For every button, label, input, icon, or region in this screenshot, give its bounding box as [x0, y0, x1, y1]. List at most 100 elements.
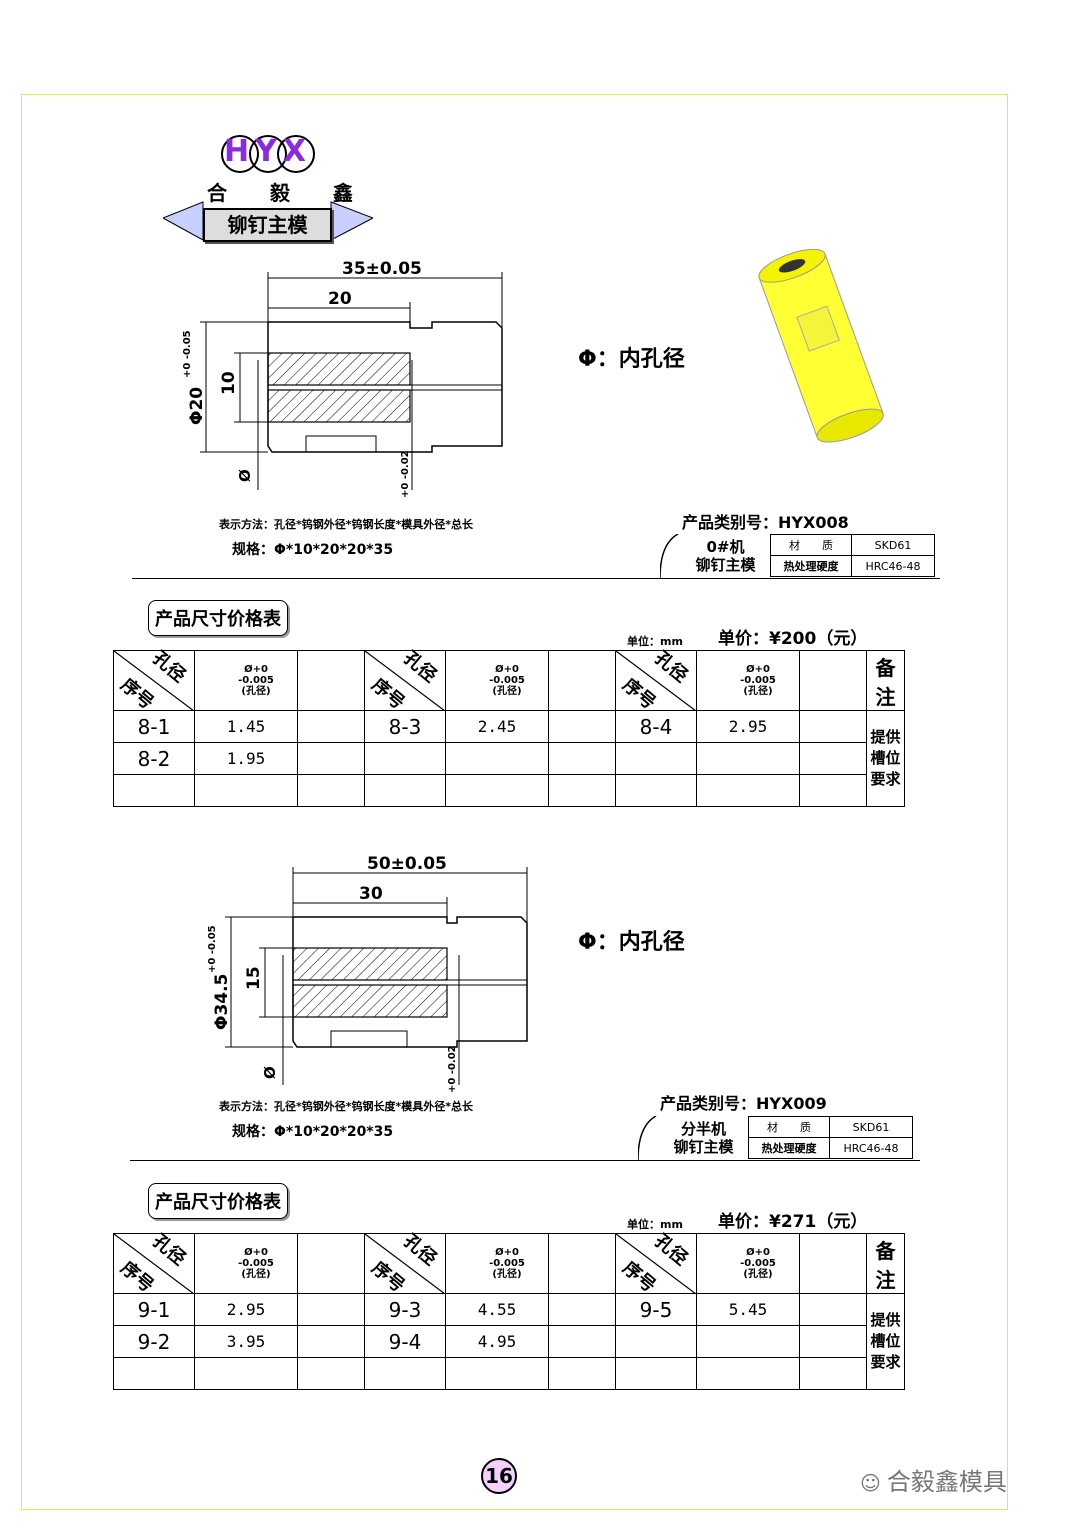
dim-hole-symbol: Ø [236, 469, 254, 482]
hardness-label: 热处理硬度 [770, 555, 852, 577]
info-block: 0#机 铆钉主模 材 质 SKD61 热处理硬度 HRC46-48 [660, 534, 944, 578]
material-value: SKD61 [829, 1116, 913, 1138]
divider [130, 1160, 920, 1161]
table-title: 产品尺寸价格表 [148, 1183, 288, 1219]
header-blank [799, 1233, 867, 1294]
unit-price: 单价：¥200（元） [718, 629, 868, 649]
unit-price: 单价：¥271（元） [718, 1212, 868, 1232]
header-tol: Ø+0-0.005(孔径) [445, 650, 549, 711]
value-cell: 5.45 [696, 1293, 800, 1326]
dim-hole-symbol: Ø [261, 1066, 279, 1079]
dim-overall-length: 50±0.05 [367, 854, 447, 874]
seq-cell: 9-2 [113, 1325, 195, 1358]
spec: 规格：Φ*10*20*20*35 [232, 1124, 394, 1140]
header-blank [799, 650, 867, 711]
value-cell: 1.95 [194, 742, 298, 775]
title-banner: 铆钉主模 [163, 200, 373, 244]
info-corner-icon [638, 1116, 657, 1160]
value-cell: 4.95 [445, 1325, 549, 1358]
unit-label: 单位：mm [627, 635, 683, 648]
page-frame [21, 94, 1008, 1510]
header-tol: Ø+0-0.005(孔径) [194, 650, 298, 711]
dim-outer-tol: +0 -0.05 [207, 925, 218, 973]
header-remark: 备注 [866, 1233, 905, 1294]
phi-note: Φ：内孔径 [578, 930, 685, 955]
phi-note: Φ：内孔径 [578, 347, 685, 372]
logo-brand: HYX [224, 134, 312, 169]
header-blank [297, 1233, 365, 1294]
header-tol: Ø+0-0.005(孔径) [696, 650, 800, 711]
price-table-2: 孔径 序号 Ø+0-0.005(孔径) 孔径 序号 Ø+0-0.005(孔径) … [113, 1231, 905, 1390]
product-code: 产品类别号：HYX008 [682, 513, 849, 532]
info-table: 材 质 SKD61 热处理硬度 HRC46-48 [748, 1116, 913, 1159]
table-row [113, 1357, 905, 1390]
watermark-text: 合毅鑫模具 [886, 1468, 1007, 1496]
drawing-1: 35±0.05 20 Φ20 +0 -0.05 10 Ø +0 -0.02 [182, 259, 503, 498]
dim-inner: 15 [244, 966, 264, 990]
dim-hole-tol: +0 -0.02 [447, 1045, 458, 1093]
divider [132, 578, 940, 579]
product-code: 产品类别号：HYX009 [660, 1094, 827, 1113]
value-cell [445, 742, 549, 775]
material-value: SKD61 [851, 534, 935, 556]
dim-hole-tol: +0 -0.02 [400, 450, 411, 498]
spec: 规格：Φ*10*20*20*35 [232, 542, 394, 558]
seq-cell [364, 742, 446, 775]
logo: HYX [218, 132, 318, 176]
value-cell: 2.95 [194, 1293, 298, 1326]
hardness-label: 热处理硬度 [748, 1137, 830, 1159]
hardness-value: HRC46-48 [851, 555, 935, 577]
value-cell [696, 1325, 800, 1358]
machine-type: 0#机 [706, 538, 745, 556]
seq-cell: 8-2 [113, 742, 195, 775]
remark-cell: 提供槽位要求 [866, 710, 905, 807]
table-row: 9-1 2.95 9-3 4.55 9-5 5.45 提供槽位要求 [113, 1293, 905, 1390]
header-hole-seq: 孔径 序号 [364, 648, 446, 714]
value-cell: 2.45 [445, 710, 549, 743]
method-note: 表示方法：孔径*钨钢外径*钨钢长度*模具外径*总长 [219, 1100, 474, 1113]
page-number: 16 [481, 1458, 517, 1494]
seq-cell: 8-3 [364, 710, 446, 743]
header-blank [548, 1233, 616, 1294]
info-block: 分半机 铆钉主模 材 质 SKD61 热处理硬度 HRC46-48 [638, 1116, 922, 1160]
machine-label: 0#机 铆钉主模 [678, 538, 773, 574]
header-tol: Ø+0-0.005(孔径) [194, 1233, 298, 1294]
header-blank [297, 650, 365, 711]
price-table-1: 孔径 序号 Ø+0-0.005(孔径) 孔径 序号 Ø+0-0.005(孔径) … [113, 648, 905, 807]
info-table: 材 质 SKD61 热处理硬度 HRC46-48 [770, 534, 935, 577]
watermark: ☺合毅鑫模具 [860, 1462, 1007, 1497]
dim-inner: 10 [219, 371, 239, 395]
value-cell: 1.45 [194, 710, 298, 743]
seq-cell [615, 742, 697, 775]
hardness-value: HRC46-48 [829, 1137, 913, 1159]
drawing-2: 50±0.05 30 Φ34.5 +0 -0.05 15 Ø +0 -0.02 [207, 854, 528, 1093]
seq-cell: 9-4 [364, 1325, 446, 1358]
machine-part: 铆钉主模 [695, 556, 756, 574]
remark-cell: 提供槽位要求 [866, 1293, 905, 1390]
table-row: 9-2 3.95 9-4 4.95 [113, 1325, 905, 1358]
header-remark: 备注 [866, 650, 905, 711]
dim-overall-length: 35±0.05 [342, 259, 422, 279]
seq-cell: 8-4 [615, 710, 697, 743]
dim-outer-dia: Φ20 [187, 387, 207, 425]
dim-outer-dia: Φ34.5 [212, 974, 232, 1030]
header-blank [548, 650, 616, 711]
value-cell: 2.95 [696, 710, 800, 743]
header-hole-seq: 孔径 序号 [113, 648, 195, 714]
dim-hatch-length: 30 [359, 884, 383, 904]
seq-cell: 9-1 [113, 1293, 195, 1326]
header-hole-seq: 孔径 序号 [113, 1231, 195, 1297]
value-cell: 3.95 [194, 1325, 298, 1358]
unit-label: 单位：mm [627, 1218, 683, 1231]
table-title: 产品尺寸价格表 [148, 600, 288, 636]
machine-type: 分半机 [680, 1120, 726, 1138]
seq-cell: 9-3 [364, 1293, 446, 1326]
material-label: 材 质 [748, 1116, 830, 1138]
table-row: 8-1 1.45 8-3 2.45 8-4 2.95 提供槽位要求 [113, 710, 905, 807]
value-cell [696, 742, 800, 775]
header-tol: Ø+0-0.005(孔径) [696, 1233, 800, 1294]
header-hole-seq: 孔径 序号 [364, 1231, 446, 1297]
header-tol: Ø+0-0.005(孔径) [445, 1233, 549, 1294]
seq-cell: 9-5 [615, 1293, 697, 1326]
dim-outer-tol: +0 -0.05 [182, 330, 193, 378]
